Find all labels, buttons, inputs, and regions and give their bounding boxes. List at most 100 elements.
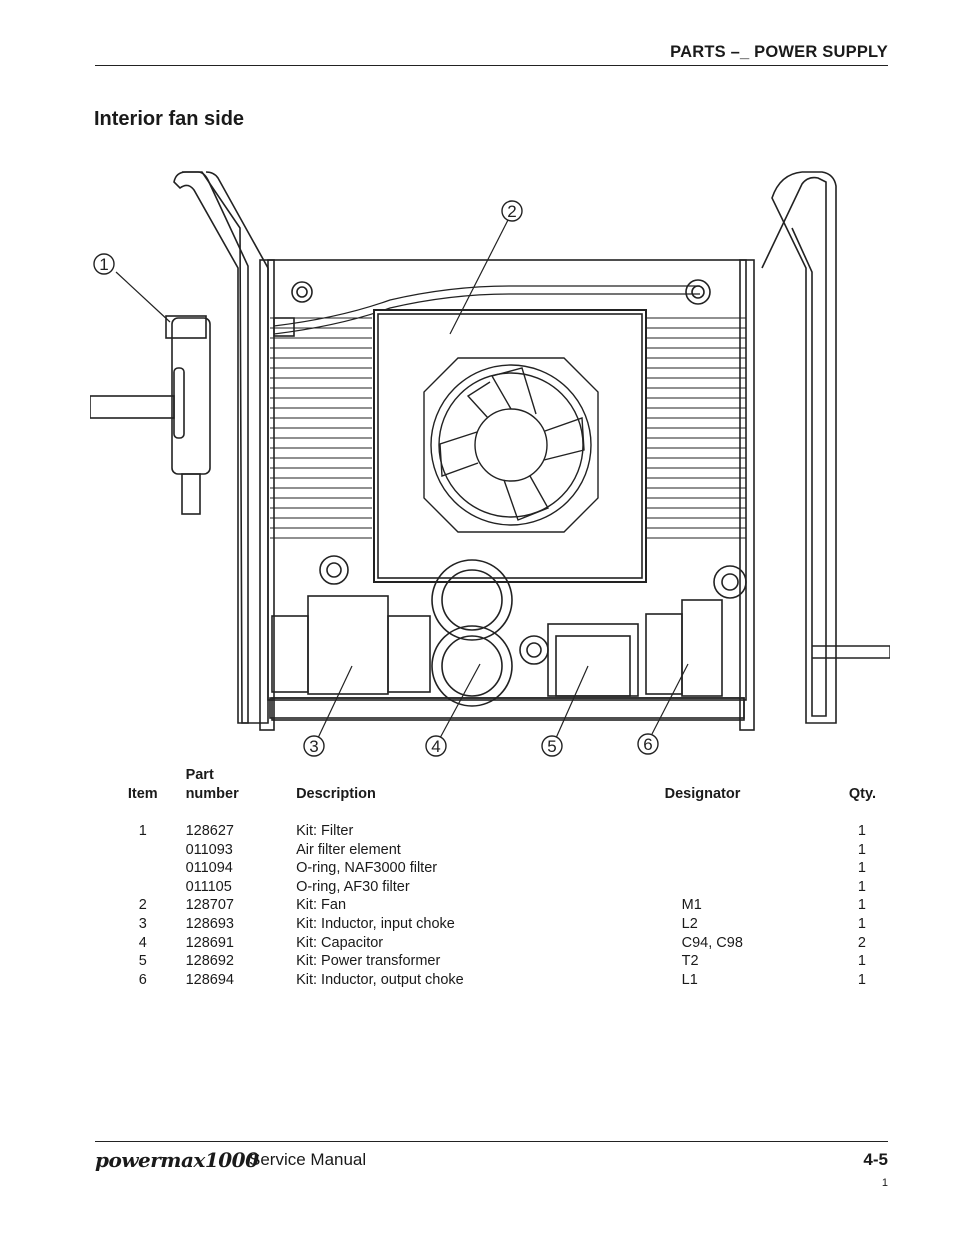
page-header-title: PARTS –_ POWER SUPPLY bbox=[670, 43, 888, 61]
cell-item bbox=[100, 841, 186, 860]
table-row: 2 128707 Kit: Fan M1 1 bbox=[100, 896, 890, 915]
cell-qty: 1 bbox=[857, 860, 866, 877]
callout-1: 1 bbox=[99, 255, 108, 274]
table-header-row: Item Part number Description Designator … bbox=[100, 766, 890, 804]
cell-part: 128691 bbox=[185, 934, 234, 951]
cell-part: 011094 bbox=[185, 860, 233, 877]
cell-description: Kit: Inductor, output choke bbox=[296, 971, 464, 988]
spacer-row bbox=[100, 804, 890, 822]
parts-diagram: 1 2 3 4 5 6 bbox=[90, 171, 890, 757]
leader-6 bbox=[651, 663, 689, 735]
table-row: 011094 O-ring, NAF3000 filter 1 bbox=[100, 859, 890, 878]
cell-qty: 1 bbox=[857, 915, 866, 932]
cell-item: 6 bbox=[138, 971, 147, 988]
cell-part: 128694 bbox=[185, 971, 234, 988]
header-part-line1: Part bbox=[185, 767, 214, 783]
cell-description: O-ring, NAF3000 filter bbox=[296, 860, 438, 877]
footer-rule bbox=[95, 1141, 888, 1142]
left-handle bbox=[182, 171, 269, 724]
leader-5 bbox=[555, 665, 589, 739]
cell-item bbox=[100, 878, 186, 897]
output-choke bbox=[681, 599, 723, 697]
cell-part: 128707 bbox=[185, 897, 234, 914]
header-description: Description bbox=[296, 786, 376, 802]
callout-3: 3 bbox=[309, 737, 318, 756]
callout-5: 5 bbox=[547, 737, 556, 756]
cell-designator bbox=[665, 841, 849, 860]
cell-qty: 1 bbox=[857, 823, 866, 839]
fan-plate bbox=[373, 309, 647, 583]
capacitor-1 bbox=[431, 559, 513, 641]
header-item: Item bbox=[127, 786, 158, 802]
callout-bubble-4 bbox=[425, 735, 447, 757]
header-qty: Qty. bbox=[848, 786, 876, 802]
top-left-grommet bbox=[291, 281, 313, 303]
cell-part: 011093 bbox=[185, 841, 233, 858]
table-row: 011093 Air filter element 1 bbox=[100, 841, 890, 860]
callout-bubble-2 bbox=[501, 200, 523, 222]
cell-item: 3 bbox=[138, 915, 147, 932]
table-row: 3 128693 Kit: Inductor, input choke L2 1 bbox=[100, 915, 890, 934]
leader-2 bbox=[449, 219, 509, 335]
callout-bubble-1 bbox=[93, 253, 115, 275]
cell-part: 128693 bbox=[185, 915, 234, 932]
header-part-number: Part number bbox=[186, 766, 297, 804]
cell-qty: 1 bbox=[857, 841, 866, 858]
footer-manual-title: Service Manual bbox=[249, 1150, 367, 1169]
leader-4 bbox=[439, 663, 481, 739]
callout-4: 4 bbox=[431, 737, 440, 756]
leader-1 bbox=[115, 271, 171, 323]
input-choke bbox=[307, 595, 389, 695]
cell-designator: L1 bbox=[681, 971, 698, 988]
table-row: 4 128691 Kit: Capacitor C94, C98 2 bbox=[100, 934, 890, 953]
cell-description: Air filter element bbox=[296, 841, 401, 858]
cell-item: 1 bbox=[138, 823, 147, 839]
fan bbox=[423, 357, 599, 533]
cell-qty: 1 bbox=[857, 953, 866, 970]
cell-designator: T2 bbox=[681, 953, 699, 970]
section-title: Interior fan side bbox=[94, 108, 245, 130]
cell-designator bbox=[665, 859, 849, 878]
cell-designator: M1 bbox=[681, 897, 702, 914]
cell-designator bbox=[665, 822, 849, 841]
table-row: 1 128627 Kit: Filter 1 bbox=[100, 822, 890, 841]
cell-description: Kit: Filter bbox=[296, 823, 354, 839]
cell-item: 4 bbox=[138, 934, 147, 951]
cell-part: 128692 bbox=[185, 953, 234, 970]
callout-bubble-6 bbox=[637, 733, 659, 755]
cell-description: O-ring, AF30 filter bbox=[296, 878, 410, 895]
power-transformer bbox=[547, 623, 639, 697]
top-right-grommet bbox=[685, 279, 711, 305]
cell-qty: 1 bbox=[857, 971, 866, 988]
footer-page-number: 4-5 bbox=[863, 1150, 888, 1169]
header-designator: Designator bbox=[664, 786, 741, 802]
cell-part: 128627 bbox=[185, 823, 234, 839]
capacitor-2 bbox=[431, 625, 513, 707]
cell-description: Kit: Capacitor bbox=[296, 934, 384, 951]
table-row: 5 128692 Kit: Power transformer T2 1 bbox=[100, 952, 890, 971]
cell-part: 011105 bbox=[185, 878, 232, 895]
chassis-body bbox=[267, 259, 747, 701]
cell-description: Kit: Power transformer bbox=[296, 953, 441, 970]
callout-6: 6 bbox=[643, 735, 652, 754]
cell-designator bbox=[665, 878, 849, 897]
callout-bubble-5 bbox=[541, 735, 563, 757]
cell-item: 2 bbox=[138, 897, 147, 914]
footer-brand-logo: powermax1000 bbox=[95, 1148, 259, 1172]
callout-bubble-3 bbox=[303, 735, 325, 757]
table-row: 011105 O-ring, AF30 filter 1 bbox=[100, 878, 890, 897]
cell-item bbox=[100, 859, 186, 878]
cell-item: 5 bbox=[138, 953, 147, 970]
callout-2: 2 bbox=[507, 202, 516, 221]
cell-description: Kit: Inductor, input choke bbox=[296, 915, 455, 932]
cell-qty: 1 bbox=[857, 897, 866, 914]
filter-housing bbox=[171, 317, 211, 475]
cell-description: Kit: Fan bbox=[296, 897, 347, 914]
table-row: 6 128694 Kit: Inductor, output choke L1 … bbox=[100, 971, 890, 990]
cell-designator: C94, C98 bbox=[681, 934, 743, 951]
cell-designator: L2 bbox=[681, 915, 698, 932]
cell-qty: 2 bbox=[857, 934, 866, 951]
footer-sub-number: 1 bbox=[881, 1177, 888, 1189]
parts-table: Item Part number Description Designator … bbox=[100, 766, 890, 989]
cell-qty: 1 bbox=[857, 878, 866, 895]
